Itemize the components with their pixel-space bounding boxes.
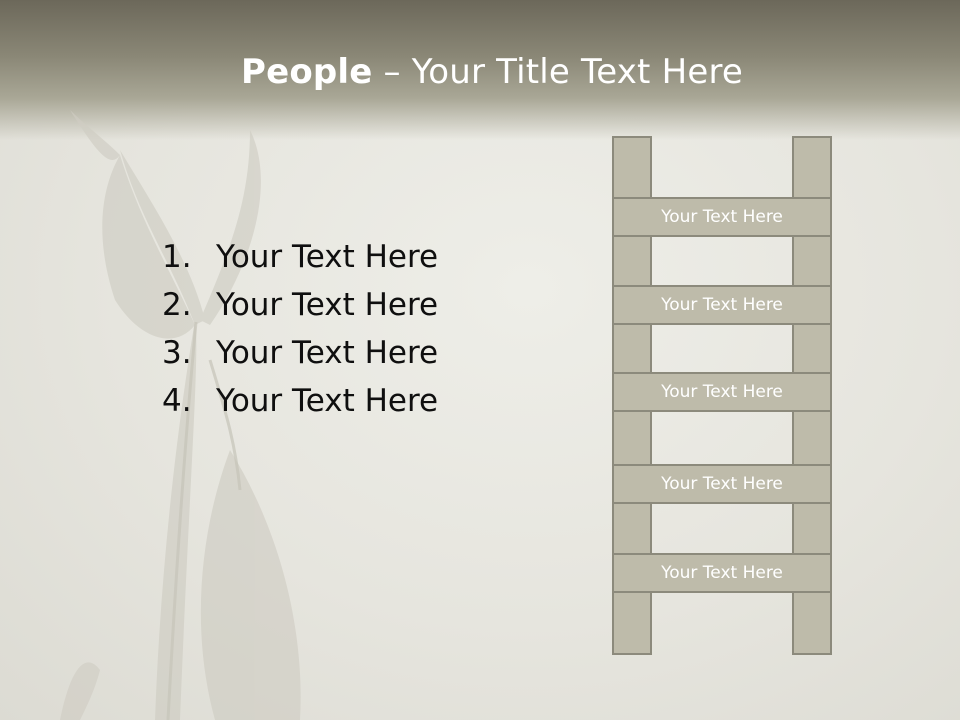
list-item-text: Your Text Here [216, 239, 439, 275]
title-band [0, 0, 960, 140]
ladder-rung-5: Your Text Here [612, 553, 832, 593]
list-item: 3. Your Text Here [162, 329, 438, 377]
list-item: 2. Your Text Here [162, 281, 438, 329]
ladder-rung-3: Your Text Here [612, 372, 832, 412]
numbered-list: 1. Your Text Here 2. Your Text Here 3. Your… [162, 233, 438, 425]
ladder-rung-2: Your Text Here [612, 285, 832, 325]
list-item-text: Your Text Here [216, 335, 439, 371]
list-item: 1. Your Text Here [162, 233, 438, 281]
list-item-text: Your Text Here [216, 287, 439, 323]
list-item-number: 3. [162, 335, 192, 371]
list-item: 4. Your Text Here [162, 377, 438, 425]
list-item-number: 2. [162, 287, 192, 323]
list-item-number: 1. [162, 239, 192, 275]
slide-title: People – Your Title Text Here [0, 52, 960, 92]
ladder-rung-4: Your Text Here [612, 464, 832, 504]
ladder-rung-1: Your Text Here [612, 197, 832, 237]
title-rest-part: – Your Title Text Here [372, 52, 744, 92]
title-bold-part: People [240, 52, 373, 92]
list-item-number: 4. [162, 383, 192, 419]
list-item-text: Your Text Here [216, 383, 439, 419]
plant-background-image [60, 110, 301, 720]
